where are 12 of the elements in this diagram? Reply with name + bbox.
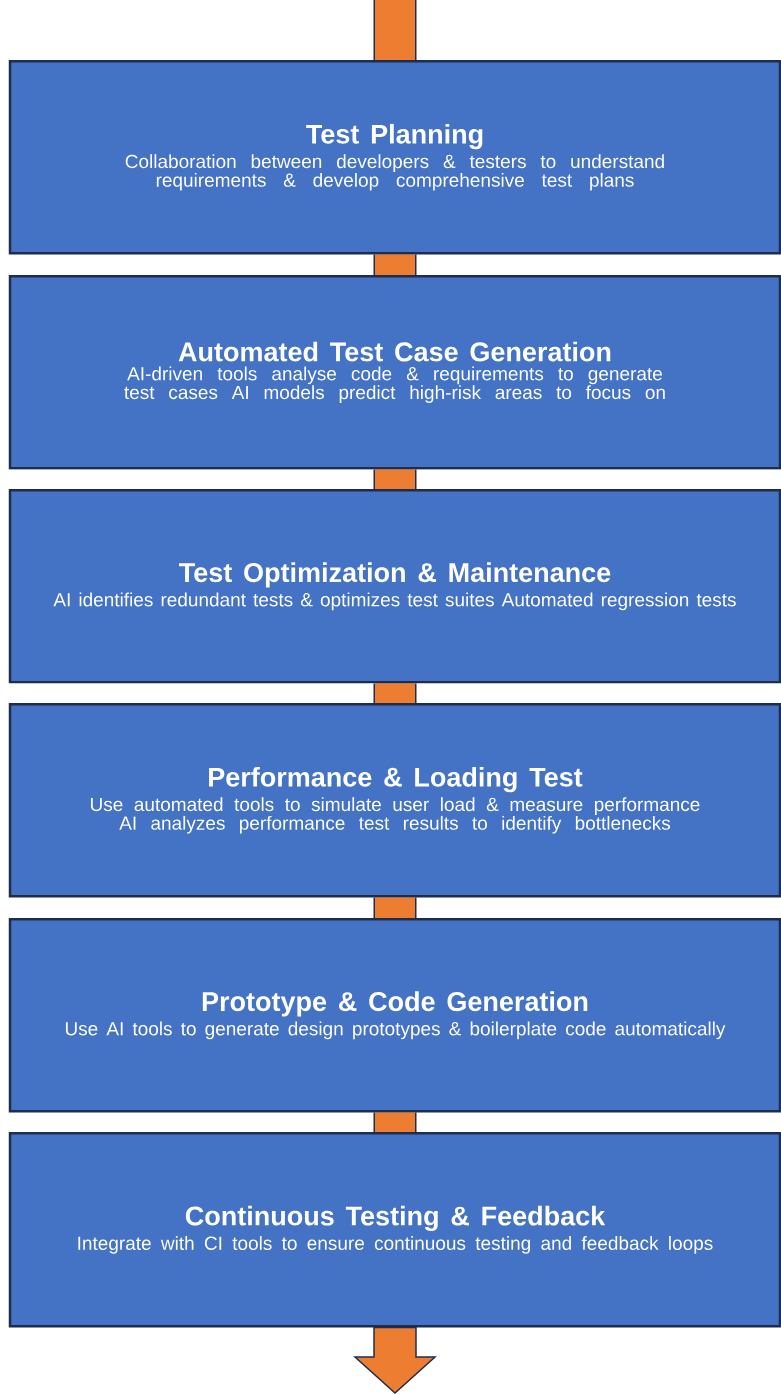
process-box: Automated Test Case Generation AI-driven tools analyse code & requirements to generate test cases AI models predict high-risk areas to focus on bbox=[8, 275, 781, 470]
process-box: Prototype & Code Generation Use AI tools to generate design prototypes & boilerplate code automatically bbox=[8, 918, 781, 1113]
connector-arrow bbox=[373, 683, 417, 703]
connector-arrow bbox=[373, 897, 417, 918]
connector-arrow bbox=[373, 1112, 417, 1132]
connector-arrow bbox=[373, 254, 417, 275]
connector-arrow bbox=[353, 1326, 437, 1394]
process-box: Test Optimization & Maintenance AI identifies redundant tests & optimizes test suites Automated regression tests bbox=[8, 489, 781, 684]
process-box: Continuous Testing & Feedback Integrate with CI tools to ensure continuous testing and feedback loops bbox=[8, 1132, 781, 1328]
process-box: Test Planning Collaboration between developers & testers to understand requirements & develop comprehensive test plans bbox=[8, 60, 781, 255]
process-box: Performance & Loading Test Use automated tools to simulate user load & measure performance AI analyzes performance test results to identify bottlenecks bbox=[8, 703, 781, 898]
connector-arrow bbox=[373, 469, 417, 489]
